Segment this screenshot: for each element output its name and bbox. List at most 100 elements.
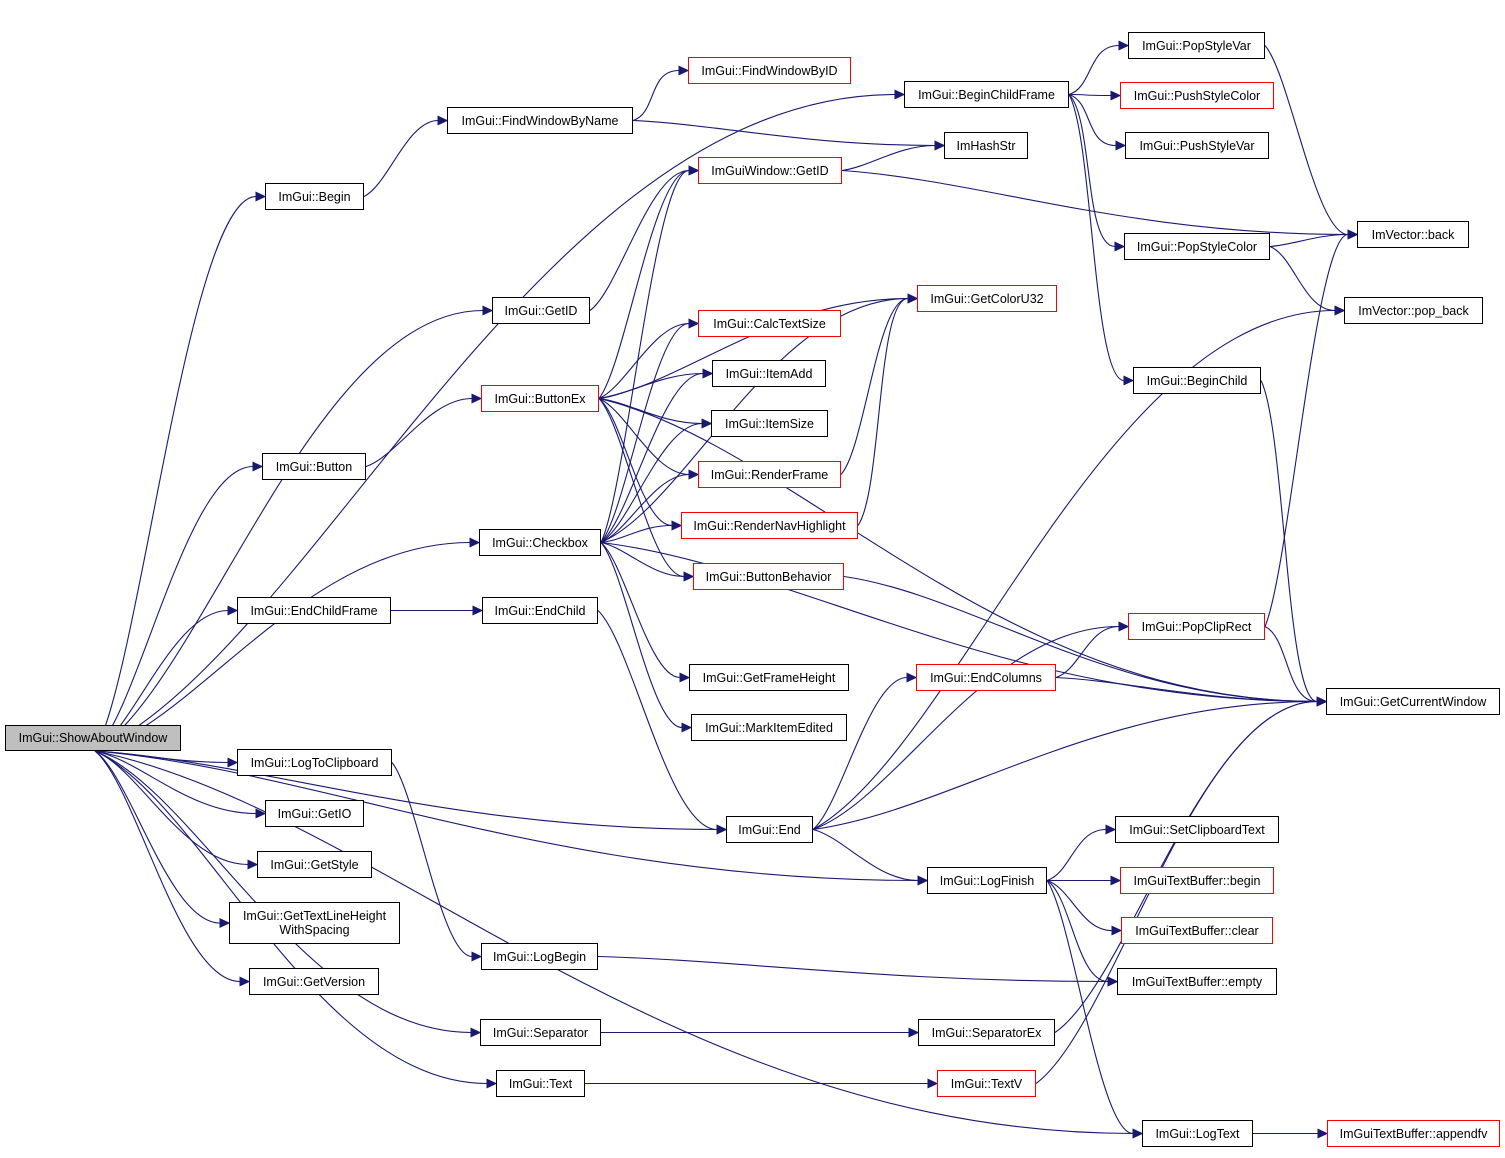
node-calc-text-size[interactable]: ImGui::CalcTextSize [698,310,841,337]
node-show-about-window[interactable]: ImGui::ShowAboutWindow [5,725,181,751]
node-button-ex[interactable]: ImGui::ButtonEx [481,385,599,412]
edge-arrowhead [486,1078,498,1089]
node-im-hash-str[interactable]: ImHashStr [944,132,1028,159]
edge-arrowhead [482,305,494,316]
edge-checkbox-to-window-get-id [600,169,690,543]
edge-render-frame-to-get-color-u32 [840,297,909,475]
node-text-v[interactable]: ImGui::TextV [937,1070,1036,1097]
node-end-child-frame[interactable]: ImGui::EndChildFrame [237,597,391,624]
edge-arrowhead [469,537,481,548]
node-set-clipboard-text[interactable]: ImGui::SetClipboardText [1115,816,1279,843]
edge-end-to-get-current-window [812,700,1318,831]
edge-arrowhead [688,165,700,176]
node-find-window-by-name[interactable]: ImGui::FindWindowByName [447,107,633,134]
node-log-begin[interactable]: ImGui::LogBegin [481,943,598,970]
node-text-buffer-begin[interactable]: ImGuiTextBuffer::begin [1120,867,1274,894]
edge-arrowhead [1132,1128,1144,1139]
edge-arrowhead [934,140,946,151]
node-begin-child[interactable]: ImGui::BeginChild [1133,367,1261,394]
edge-arrowhead [681,722,693,733]
node-get-io[interactable]: ImGui::GetIO [265,800,364,827]
node-begin[interactable]: ImGui::Begin [265,183,364,210]
node-find-window-by-id[interactable]: ImGui::FindWindowByID [688,57,851,84]
node-text-buffer-clear[interactable]: ImGuiTextBuffer::clear [1121,917,1273,944]
edge-render-nav-highlight-to-get-color-u32 [857,297,909,526]
edge-arrowhead [927,1078,939,1089]
edge-arrowhead [678,65,690,76]
node-checkbox[interactable]: ImGui::Checkbox [479,529,601,556]
edge-arrowhead [688,469,700,480]
edge-checkbox-to-render-nav-highlight [600,524,673,544]
edge-show-about-window-to-get-text-line-height-with-spacing [94,750,221,924]
node-get-id[interactable]: ImGui::GetID [492,297,590,324]
node-item-size[interactable]: ImGui::ItemSize [711,410,828,437]
edge-show-about-window-to-begin-child-frame [94,93,896,752]
node-get-color-u32[interactable]: ImGui::GetColorU32 [917,285,1057,312]
node-pop-clip-rect[interactable]: ImGui::PopClipRect [1128,613,1265,640]
node-render-nav-highlight[interactable]: ImGui::RenderNavHighlight [681,512,858,539]
edge-show-about-window-to-log-to-clipboard [94,750,229,764]
node-window-get-id[interactable]: ImGuiWindow::GetID [698,157,842,184]
node-text-buffer-appendfv[interactable]: ImGuiTextBuffer::appendfv [1327,1120,1500,1147]
node-text[interactable]: ImGui::Text [496,1070,585,1097]
node-get-frame-height[interactable]: ImGui::GetFrameHeight [689,664,849,691]
edge-arrowhead [1123,375,1135,386]
node-end[interactable]: ImGui::End [726,816,813,843]
edge-arrowhead [1110,90,1122,101]
edge-arrowhead [1317,1128,1329,1139]
edge-arrowhead [1118,621,1130,632]
node-text-buffer-empty[interactable]: ImGuiTextBuffer::empty [1117,968,1277,995]
edge-arrowhead [688,318,700,329]
edge-end-to-log-finish [812,828,919,882]
node-push-style-color[interactable]: ImGui::PushStyleColor [1120,82,1274,109]
edge-pop-style-color-to-im-vector-back [1269,233,1349,248]
node-im-vector-back[interactable]: ImVector::back [1357,221,1469,248]
edge-checkbox-to-button-behavior [600,541,685,578]
edge-arrowhead [683,571,695,582]
edge-log-finish-to-text-buffer-empty [1046,880,1109,983]
node-end-columns[interactable]: ImGui::EndColumns [916,664,1056,691]
node-push-style-var[interactable]: ImGui::PushStyleVar [1125,132,1269,159]
node-button-behavior[interactable]: ImGui::ButtonBehavior [693,563,844,590]
edge-arrowhead [907,293,919,304]
node-get-current-window[interactable]: ImGui::GetCurrentWindow [1326,688,1500,715]
node-pop-style-var[interactable]: ImGui::PopStyleVar [1128,32,1265,59]
node-button[interactable]: ImGui::Button [262,453,366,480]
edge-begin-child-frame-to-begin-child [1068,94,1125,382]
edge-button-ex-to-calc-text-size [598,322,690,400]
node-log-to-clipboard[interactable]: ImGui::LogToClipboard [237,749,392,776]
node-im-vector-pop-back[interactable]: ImVector::pop_back [1344,297,1483,324]
node-log-text[interactable]: ImGui::LogText [1142,1120,1253,1147]
edge-arrowhead [716,824,728,835]
node-end-child[interactable]: ImGui::EndChild [482,597,598,624]
edge-begin-child-to-get-current-window [1260,380,1318,703]
node-begin-child-frame[interactable]: ImGui::BeginChildFrame [904,81,1069,108]
node-mark-item-edited[interactable]: ImGui::MarkItemEdited [691,714,847,741]
node-render-frame[interactable]: ImGui::RenderFrame [698,461,841,488]
edge-window-get-id-to-im-vector-back [841,169,1349,236]
edge-arrowhead [255,191,267,202]
node-item-add[interactable]: ImGui::ItemAdd [712,360,826,387]
edge-checkbox-to-render-frame [600,473,690,544]
edge-pop-style-color-to-im-vector-pop-back [1269,245,1336,312]
edge-get-id-to-window-get-id [589,169,690,311]
edge-show-about-window-to-log-finish [94,750,919,882]
node-separator-ex[interactable]: ImGui::SeparatorEx [918,1019,1055,1046]
edge-log-finish-to-set-clipboard-text [1046,828,1107,882]
edge-find-window-by-name-to-find-window-by-id [632,69,680,122]
node-separator[interactable]: ImGui::Separator [480,1019,601,1046]
node-pop-style-color[interactable]: ImGui::PopStyleColor [1124,233,1270,260]
edge-button-ex-to-get-current-window [598,397,1318,703]
edge-begin-child-frame-to-pop-style-color [1068,94,1116,248]
edge-arrowhead [437,115,449,126]
edge-button-behavior-to-get-current-window [843,575,1318,703]
node-get-version[interactable]: ImGui::GetVersion [249,968,379,995]
edge-arrowhead [894,89,906,100]
edge-log-to-clipboard-to-log-begin [391,762,473,958]
node-get-text-line-height-with-spacing[interactable]: ImGui::GetTextLineHeight WithSpacing [229,902,400,944]
node-log-finish[interactable]: ImGui::LogFinish [927,867,1047,894]
edge-button-ex-to-window-get-id [598,169,690,399]
edge-button-ex-to-item-size [598,397,703,425]
node-get-style[interactable]: ImGui::GetStyle [257,851,372,878]
